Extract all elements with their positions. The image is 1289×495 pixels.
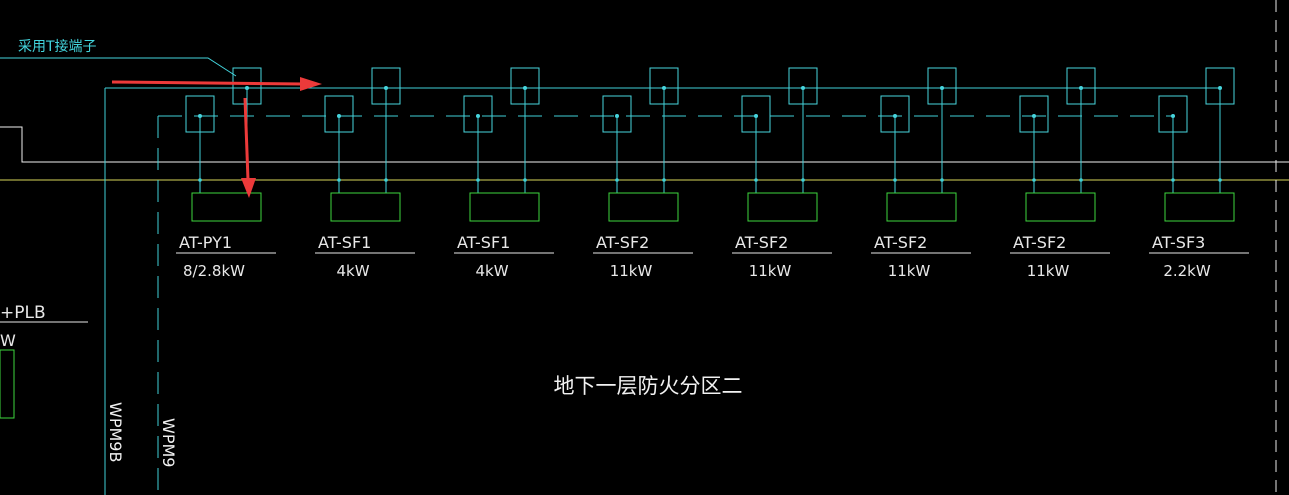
crossing-dot xyxy=(1079,178,1083,182)
red-arrow-right-icon xyxy=(111,77,322,91)
distribution-panel-box xyxy=(886,192,957,222)
panel-column: AT-SF2 11kW xyxy=(1010,67,1110,280)
panel-power: 11kW xyxy=(610,262,653,280)
crossing-dot xyxy=(662,178,666,182)
crossing-dot xyxy=(476,178,480,182)
annotation-leader-icon xyxy=(0,57,237,77)
feeder-label-wpm9: WPM9 xyxy=(159,418,178,467)
panel-name: AT-SF2 xyxy=(596,233,649,252)
t-terminal-annotation: 采用T接端子 xyxy=(18,38,97,55)
crossing-dot xyxy=(754,178,758,182)
panel-column: AT-SF2 11kW xyxy=(593,67,693,280)
panel-name: AT-SF1 xyxy=(457,233,510,252)
panel-column: AT-PY1 8/2.8kW xyxy=(176,67,276,280)
panel-power: 4kW xyxy=(475,262,508,280)
crossing-dot xyxy=(1032,178,1036,182)
distribution-panel-box xyxy=(191,192,262,222)
crossing-dot xyxy=(615,178,619,182)
crossing-dot xyxy=(940,178,944,182)
distribution-panel-box xyxy=(608,192,679,222)
panel-name: AT-SF2 xyxy=(735,233,788,252)
panel-column: AT-SF1 4kW xyxy=(454,67,554,280)
panel-power: 11kW xyxy=(888,262,931,280)
red-arrow-down-icon xyxy=(241,97,256,198)
panel-name: AT-SF2 xyxy=(1013,233,1066,252)
panel-column: AT-SF2 11kW xyxy=(871,67,971,280)
distribution-panel-box xyxy=(1025,192,1096,222)
panel-column: AT-SF1 4kW xyxy=(315,67,415,280)
panel-column: AT-SF2 11kW xyxy=(732,67,832,280)
distribution-panel-box xyxy=(330,192,401,222)
crossing-dot xyxy=(893,178,897,182)
left-white-wire xyxy=(0,126,1289,163)
panel-name: AT-SF3 xyxy=(1152,233,1205,252)
left-partial-unit: W xyxy=(0,331,16,350)
crossing-dot xyxy=(801,178,805,182)
crossing-dot xyxy=(1171,178,1175,182)
panel-power: 2.2kW xyxy=(1163,262,1211,280)
distribution-panel-box xyxy=(747,192,818,222)
panel-power: 4kW xyxy=(336,262,369,280)
crossing-dot xyxy=(198,178,202,182)
panel-power: 8/2.8kW xyxy=(183,262,245,280)
panel-name: AT-SF2 xyxy=(874,233,927,252)
panel-columns: AT-PY1 8/2.8kW AT-SF1 4kW AT-SF1 4kW AT-SF2 11k… xyxy=(176,67,1249,280)
left-partial-panel xyxy=(0,349,15,419)
crossing-dot xyxy=(384,178,388,182)
panel-name: AT-PY1 xyxy=(179,233,232,252)
panel-power: 11kW xyxy=(749,262,792,280)
feeder-label-wpm9b: WPM9B xyxy=(106,402,125,462)
left-partial-label: +PLB xyxy=(0,303,46,323)
zone-title: 地下一层防火分区二 xyxy=(554,374,743,398)
distribution-panel-box xyxy=(1164,192,1235,222)
panel-power: 11kW xyxy=(1027,262,1070,280)
panel-column: AT-SF3 2.2kW xyxy=(1149,67,1249,280)
panel-name: AT-SF1 xyxy=(318,233,371,252)
distribution-panel-box xyxy=(469,192,540,222)
crossing-dot xyxy=(1218,178,1222,182)
crossing-dot xyxy=(523,178,527,182)
crossing-dot xyxy=(337,178,341,182)
